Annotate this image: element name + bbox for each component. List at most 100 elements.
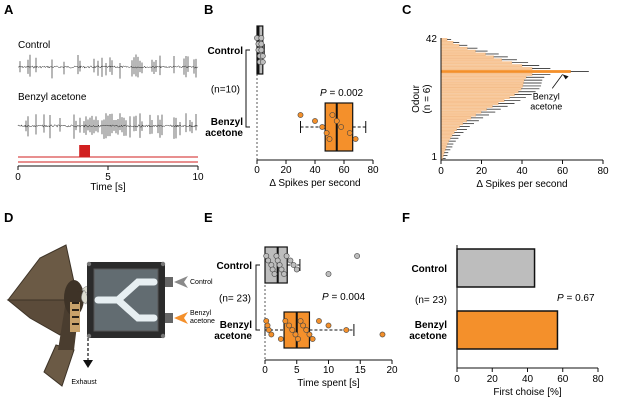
data-point: [297, 318, 304, 324]
data-point: [265, 257, 272, 264]
panel-b-letter: B: [204, 2, 213, 17]
odour-bar: [440, 142, 448, 146]
panel-f-letter: F: [402, 210, 410, 225]
odour-bar: [440, 90, 519, 94]
data-point: [354, 253, 360, 259]
panel-a-tick-label: 0: [15, 172, 21, 183]
odour-bar: [440, 128, 457, 131]
odour-bar: [440, 99, 505, 102]
stimulus-marker: [18, 145, 198, 163]
x-tick-label: 0: [262, 365, 268, 376]
x-tick-label: 15: [355, 365, 367, 376]
odour-bar: [440, 61, 513, 65]
category-label: Control: [216, 261, 252, 272]
benzyl-inflow-arrow: [174, 312, 188, 324]
trace-control-label: Control: [18, 40, 50, 51]
data-point: [271, 271, 278, 277]
data-point: [259, 59, 266, 65]
odour-bar: [440, 58, 502, 62]
odour-bar: [440, 125, 460, 129]
odour-bar: [440, 96, 510, 100]
data-point: [326, 136, 333, 142]
group-note: (n=10): [211, 85, 240, 96]
data-point: [325, 322, 332, 329]
odour-bar: [440, 55, 494, 59]
x-tick-label: 10: [323, 365, 335, 376]
odour-bar: [440, 102, 499, 105]
annotation-arrow-head: [562, 74, 569, 80]
data-point: [289, 327, 296, 333]
trace-control: [17, 54, 199, 79]
x-axis-label: Δ Spikes per second: [476, 179, 567, 190]
odour-bar: [440, 139, 449, 143]
odour-bar: [440, 67, 533, 70]
odour-bar: [440, 105, 493, 108]
x-tick-label: 80: [367, 165, 379, 176]
data-point: [295, 336, 301, 342]
odour-bar: [440, 84, 524, 88]
odour-bar: [440, 145, 447, 149]
trace-spikes: [25, 113, 197, 139]
odour-bar: [440, 70, 571, 73]
data-point: [316, 318, 322, 324]
data-point: [319, 124, 326, 130]
odour-bar: [440, 119, 467, 123]
odour-bar: [440, 87, 522, 91]
x-tick-label: 60: [338, 165, 350, 176]
data-point: [259, 53, 266, 59]
data-point: [258, 35, 265, 41]
trace-benzyl-label: Benzyl acetone: [18, 92, 87, 103]
trace-baseline: [17, 65, 199, 69]
odour-bar: [440, 93, 515, 97]
exhaust-arrow: [83, 360, 93, 368]
group-bracket: [255, 264, 260, 331]
choice-bar: [456, 310, 559, 350]
odour-bar: [440, 64, 523, 68]
x-tick-label: 20: [280, 165, 292, 176]
y-tick-label-top: 42: [426, 34, 438, 45]
x-tick-label: 0: [254, 165, 260, 176]
odour-bar: [440, 81, 524, 85]
panel-c-letter: C: [402, 2, 412, 17]
data-point: [287, 257, 294, 264]
odour-bar: [440, 131, 455, 134]
odour-bar: [440, 134, 453, 137]
data-point: [265, 327, 272, 333]
x-tick-label: 5: [294, 365, 300, 376]
y-tick-label-bottom: 1: [431, 152, 437, 163]
stimulus-pulse: [79, 145, 90, 157]
panel-a-tick-label: 5: [105, 172, 111, 183]
odour-bar: [440, 75, 527, 79]
data-point: [309, 336, 316, 342]
data-point: [278, 266, 285, 273]
data-point: [282, 318, 289, 324]
data-point: [323, 130, 330, 136]
x-tick-label: 60: [557, 374, 569, 385]
data-point: [312, 118, 318, 124]
data-point: [338, 124, 344, 130]
x-tick-label: 40: [522, 374, 534, 385]
data-point: [277, 336, 284, 342]
odour-bar: [440, 107, 487, 111]
data-point: [290, 262, 297, 268]
control-inflow-arrow: [174, 276, 188, 288]
p-value-label: P = 0.004: [322, 292, 366, 303]
p-value-label: P = 0.002: [320, 88, 364, 99]
data-point: [283, 253, 290, 259]
p-value-label: P = 0.67: [557, 293, 595, 304]
x-axis-label: Time spent [s]: [297, 378, 360, 389]
x-tick-label: 20: [476, 166, 488, 177]
trace-spikes: [19, 54, 197, 79]
panel-a-xlabel: Time [s]: [90, 182, 125, 193]
odour-bar: [440, 41, 454, 44]
